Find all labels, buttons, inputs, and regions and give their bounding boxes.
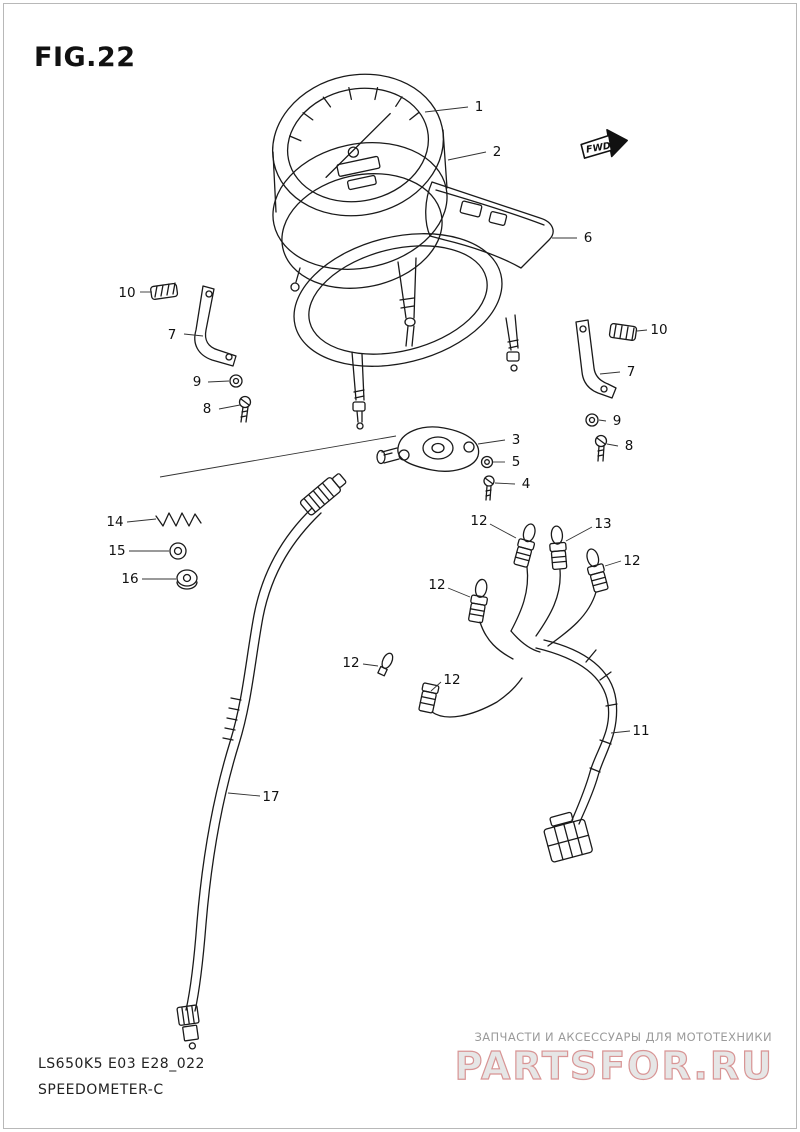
watermark-brand: PARTSFOR.RU xyxy=(454,1043,774,1088)
fwd-label: FWD xyxy=(585,140,611,155)
figure-label: FIG.22 xyxy=(34,42,136,73)
wiring-harness xyxy=(377,523,618,863)
sensor-washer-screw xyxy=(480,455,495,501)
small-washer xyxy=(169,542,187,560)
left-bracket xyxy=(194,285,237,367)
gauge-case xyxy=(272,129,448,347)
speedo-cable xyxy=(176,473,347,1050)
gasket-ring xyxy=(293,233,520,430)
spring xyxy=(155,512,202,527)
left-washer-screw xyxy=(229,374,252,423)
right-clamp xyxy=(608,322,638,342)
leader-lines xyxy=(126,106,648,797)
fwd-arrow: FWD xyxy=(580,129,628,159)
speedometer-gauge xyxy=(271,73,445,217)
speed-sensor xyxy=(376,426,480,472)
model-code: LS650K5 E03 E28_022 xyxy=(38,1056,205,1072)
watermark-tagline: ЗАПЧАСТИ И АКСЕССУАРЫ ДЛЯ МОТОТЕХНИКИ xyxy=(474,1030,772,1044)
grommet xyxy=(176,569,198,590)
left-clamp xyxy=(150,282,179,301)
right-bracket xyxy=(575,319,617,399)
figure-title: SPEEDOMETER-C xyxy=(38,1082,164,1098)
right-washer-screw xyxy=(585,413,608,462)
